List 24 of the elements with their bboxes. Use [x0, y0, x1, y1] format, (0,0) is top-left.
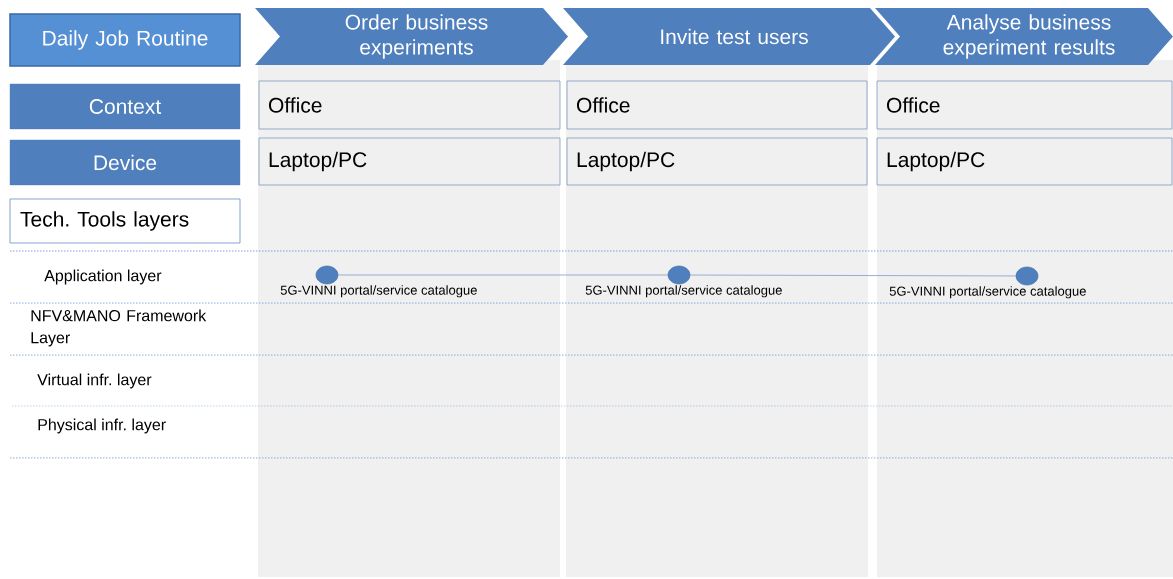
- step-banner: Analyse business experiment results: [875, 8, 1173, 65]
- layer-label: Virtual infr. layer: [37, 373, 152, 389]
- node-label: Invite test users: [661, 28, 808, 45]
- node-label: Analyse business experiment results: [943, 14, 1115, 59]
- header-box: Context: [9, 83, 241, 130]
- node-caption: 5G-VINNI portal/service catalogue: [585, 285, 782, 298]
- info-box: Laptop/PC: [876, 137, 1173, 186]
- info-box: Office: [258, 80, 561, 130]
- connector-line: [689, 274, 1017, 277]
- layer-label: Physical infr. layer: [38, 418, 166, 434]
- info-box: Office: [566, 80, 868, 130]
- layer-label: NFV&MANO Framework Layer: [31, 309, 207, 347]
- node-caption: 5G-VINNI portal/service catalogue: [280, 285, 477, 298]
- step-banner: Order business experiments: [255, 8, 568, 65]
- info-box: Laptop/PC: [566, 137, 868, 186]
- header-box: Tech. Tools layers: [9, 198, 241, 244]
- header-box: Device: [9, 139, 241, 186]
- layer-label: Application layer: [44, 269, 162, 285]
- step-banner: Invite test users: [563, 8, 895, 65]
- connector-line: [337, 274, 669, 276]
- header-box: Daily Job Routine: [9, 13, 241, 67]
- info-box: Office: [876, 80, 1173, 130]
- node-caption: 5G-VINNI portal/service catalogue: [889, 286, 1086, 299]
- info-box: Laptop/PC: [258, 137, 561, 186]
